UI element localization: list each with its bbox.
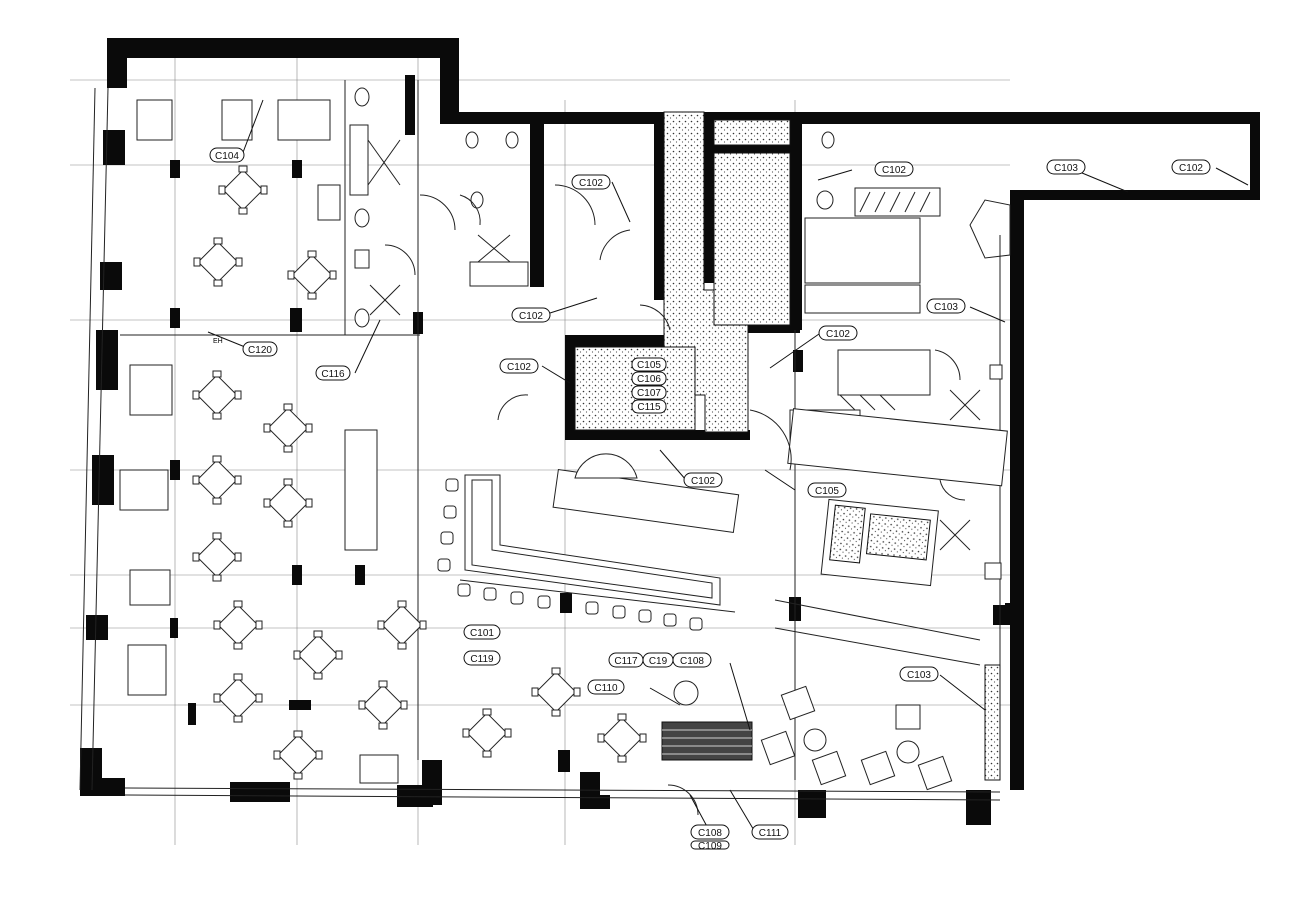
lounge-seating (661, 680, 953, 791)
room-tag-c104: C104 (209, 147, 245, 163)
doors (574, 409, 966, 816)
svg-text:C106: C106 (637, 374, 661, 385)
svg-text:C102: C102 (507, 362, 531, 373)
svg-text:C108: C108 (698, 828, 722, 839)
room-tag-c110: C110 (587, 679, 625, 695)
svg-text:C115: C115 (637, 402, 661, 413)
svg-text:C103: C103 (934, 302, 958, 313)
svg-text:C107: C107 (637, 388, 661, 399)
room-tag-c108-a: C108 (672, 652, 712, 668)
svg-text:C102: C102 (1179, 163, 1203, 174)
room-tag-c101: C101 (463, 624, 501, 640)
svg-text:C102: C102 (882, 165, 906, 176)
room-tag-c117: C117 (608, 652, 644, 668)
room-tag-c102-a: C102 (571, 174, 611, 190)
svg-text:C103: C103 (907, 670, 931, 681)
svg-text:C111: C111 (759, 828, 782, 839)
svg-text:C102: C102 (826, 329, 850, 340)
svg-text:C102: C102 (519, 311, 543, 322)
label-leaders (207, 99, 1249, 833)
room-tag-c102-c: C102 (499, 358, 539, 374)
kitchen-equipment (787, 187, 1011, 587)
room-tag-c102-g: C102 (683, 472, 723, 488)
svg-text:C120: C120 (248, 345, 272, 356)
svg-text:C108: C108 (680, 656, 704, 667)
room-tag-c102-f: C102 (818, 325, 858, 341)
exterior-walls (79, 38, 1260, 825)
svg-text:C109: C109 (698, 841, 722, 852)
interior-walls (120, 75, 1017, 780)
room-tag-c103-b: C103 (926, 298, 966, 314)
room-tag-c103-c: C103 (899, 666, 939, 682)
room-tag-c102-b: C102 (511, 307, 551, 323)
svg-text:C101: C101 (470, 628, 494, 639)
svg-text:C103: C103 (1054, 163, 1078, 174)
svg-text:C116: C116 (321, 369, 345, 380)
room-tag-c19: C19 (642, 652, 674, 668)
room-tag-c111: C111 (751, 824, 789, 840)
dining-tables (119, 99, 647, 784)
room-tag-c107: C107 (631, 385, 667, 400)
room-tag-c119: C119 (463, 650, 501, 666)
bar-counter (459, 468, 740, 613)
room-tag-c120: C120 (242, 341, 278, 357)
room-tag-c102-e: C102 (1171, 159, 1211, 175)
room-tag-c102-d: C102 (874, 161, 914, 177)
svg-text:C110: C110 (594, 683, 618, 694)
eh-annotation: EH (213, 338, 223, 345)
room-tag-c105-b: C105 (807, 482, 847, 498)
room-tag-c105-a: C105 (631, 357, 667, 372)
room-tag-c109: C109 (690, 840, 730, 852)
svg-text:C104: C104 (215, 151, 239, 162)
room-tag-c108-b: C108 (690, 824, 730, 840)
svg-text:C19: C19 (649, 656, 668, 667)
room-tag-c106: C106 (631, 371, 667, 386)
svg-text:C117: C117 (614, 656, 638, 667)
room-tag-c116: C116 (315, 365, 351, 381)
room-tag-c115: C115 (631, 399, 667, 414)
svg-text:C119: C119 (470, 654, 494, 665)
room-tag-c103-a: C103 (1046, 159, 1086, 175)
restroom-fixtures (349, 87, 835, 421)
svg-text:C102: C102 (579, 178, 603, 189)
svg-text:C105: C105 (815, 486, 839, 497)
svg-text:C105: C105 (637, 360, 661, 371)
svg-text:C102: C102 (691, 476, 715, 487)
